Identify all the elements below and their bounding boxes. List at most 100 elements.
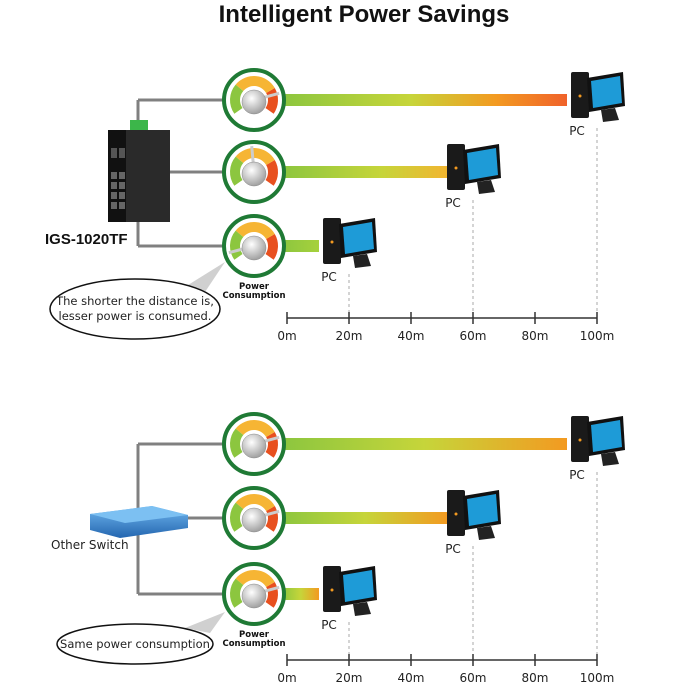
rj45-port	[119, 202, 125, 209]
pc-icon	[323, 218, 377, 268]
pc-led	[330, 240, 334, 244]
pc-label: PC	[569, 468, 585, 482]
pc-monitor-screen	[467, 148, 498, 180]
sfp-port	[119, 148, 125, 158]
pc-monitor-screen	[591, 76, 622, 108]
gauge-segment	[235, 76, 275, 93]
gauge-segment	[235, 570, 275, 587]
gauge-caption: Consumption	[222, 291, 285, 301]
axis-tick-label: 0m	[277, 671, 296, 685]
callout-pointer	[180, 262, 225, 292]
axis-tick-label: 80m	[522, 671, 549, 685]
rj45-port	[119, 192, 125, 199]
axis-tick-label: 100m	[580, 329, 615, 343]
axis-tick-label: 20m	[336, 329, 363, 343]
pc-led	[454, 166, 458, 170]
pc-monitor-screen	[591, 420, 622, 452]
power-gauge-icon	[222, 562, 286, 626]
distance-axis: 0m 20m 40m 60m 80m 100m	[277, 654, 614, 685]
gauge-segment	[230, 578, 244, 608]
pc-monitor-screen	[343, 222, 374, 254]
pc-monitor-screen	[343, 570, 374, 602]
callout-pointer	[185, 612, 225, 633]
rj45-port	[111, 192, 117, 199]
power-gauge-icon	[222, 68, 286, 132]
callout-ellipse	[49, 278, 221, 340]
power-gauge-icon	[222, 412, 286, 476]
distance-bar	[282, 94, 567, 106]
page-title: Intelligent Power Savings	[219, 1, 510, 28]
gauge-knob	[241, 89, 267, 115]
rj45-port	[111, 202, 117, 209]
gauge-caption: Power	[239, 282, 270, 292]
rj45-port	[111, 182, 117, 189]
callout-bubble: Same power consumption	[56, 612, 225, 665]
power-gauge-icon	[222, 140, 286, 204]
distance-bar	[282, 166, 448, 178]
sfp-port	[111, 148, 117, 158]
pc-label: PC	[569, 124, 585, 138]
gauge-knob	[241, 235, 267, 261]
pc-icon	[571, 416, 625, 466]
gauge-knob	[241, 583, 267, 609]
distance-bar	[282, 438, 567, 450]
distance-bar	[282, 588, 319, 600]
gauge-knob	[241, 433, 267, 459]
callout-ellipse	[56, 623, 214, 665]
pc-label: PC	[445, 196, 461, 210]
pc-stand	[353, 254, 371, 268]
gauge-knob	[241, 507, 267, 533]
gauge-segment	[265, 234, 278, 260]
pc-led	[578, 94, 582, 98]
industrial-switch-icon	[108, 120, 170, 222]
axis-tick-label: 40m	[398, 671, 425, 685]
pc-label: PC	[321, 618, 337, 632]
power-gauge-icon	[222, 486, 286, 550]
gauge-caption: Consumption	[222, 639, 285, 649]
rj45-port	[119, 182, 125, 189]
distance-axis: 0m 20m 40m 60m 80m 100m	[277, 312, 614, 343]
rj45-port	[119, 172, 125, 179]
axis-tick-label: 20m	[336, 671, 363, 685]
gauge-segment	[235, 419, 275, 437]
gauge-segment	[235, 494, 275, 511]
axis-tick-label: 60m	[460, 671, 487, 685]
device-label: IGS-1020TF	[45, 231, 128, 248]
callout-bubble: The shorter the distance is,lesser power…	[49, 262, 225, 340]
pc-led	[330, 588, 334, 592]
pc-icon	[447, 144, 501, 194]
axis-tick-label: 0m	[277, 329, 296, 343]
pc-stand	[477, 526, 495, 540]
rj45-port	[111, 172, 117, 179]
callout-text: The shorter the distance is,	[55, 294, 214, 308]
pc-stand	[477, 180, 495, 194]
switch-icon	[90, 506, 188, 538]
pc-icon	[447, 490, 501, 540]
axis-tick-label: 40m	[398, 329, 425, 343]
switch-terminal	[130, 120, 148, 130]
axis-tick-label: 80m	[522, 329, 549, 343]
axis-tick-label: 100m	[580, 671, 615, 685]
gauge-knob	[241, 161, 267, 187]
pc-led	[578, 438, 582, 442]
distance-bar	[282, 240, 319, 252]
gauge-caption: Power	[239, 630, 270, 640]
pc-stand	[601, 452, 619, 466]
axis-tick-label: 60m	[460, 329, 487, 343]
gauge-segment	[235, 148, 275, 165]
pc-monitor-screen	[467, 494, 498, 526]
switch-top	[90, 506, 188, 523]
power-gauge-icon	[222, 214, 286, 278]
callout-text: lesser power is consumed.	[59, 309, 212, 323]
gauge-segment	[230, 502, 244, 532]
distance-bar	[282, 512, 448, 524]
pc-stand	[353, 602, 371, 616]
pc-stand	[601, 108, 619, 122]
pc-label: PC	[445, 542, 461, 556]
gauge-segment	[230, 84, 244, 114]
gauge-segment	[265, 160, 279, 186]
